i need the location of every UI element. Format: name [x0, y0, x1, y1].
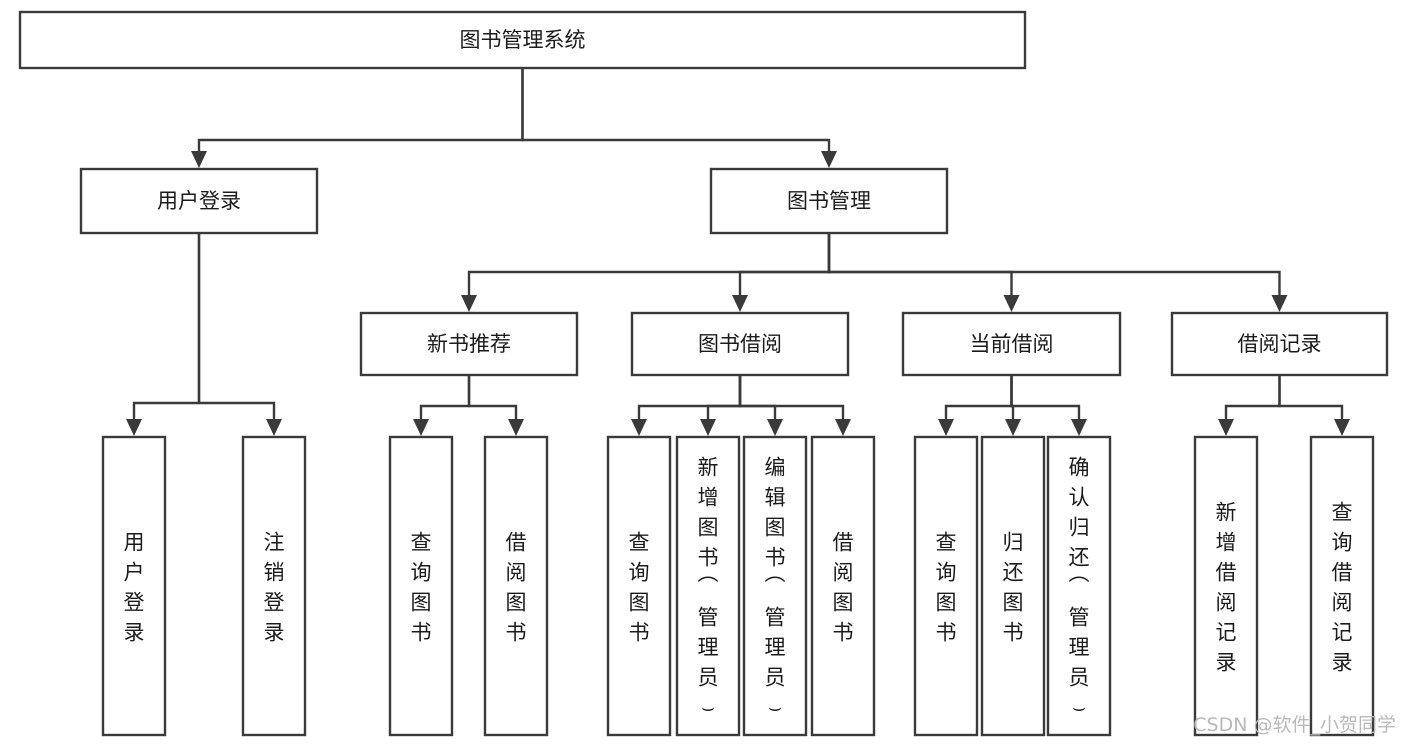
node-l-return-book[interactable]: 归还图书 — [980, 435, 1046, 737]
node-label-l-add-record: 新增借阅记录 — [1216, 500, 1237, 674]
connector-n-borrow-record-to-l-query-record — [1278, 375, 1350, 436]
node-box-l-query-book-1[interactable] — [388, 435, 454, 737]
node-label-l-return-book: 归还图书 — [1003, 530, 1024, 644]
csdn-watermark: CSDN @软件_小贺同学 — [1193, 714, 1396, 736]
node-label-l-query-book-1: 查询图书 — [411, 530, 432, 644]
connector-n-new-book-rec-to-l-borrow-book-1 — [467, 375, 524, 436]
node-l-logout[interactable]: 注销登录 — [241, 435, 307, 737]
node-n-book-manage[interactable]: 图书管理 — [709, 167, 949, 235]
node-label-l-add-book: 新增图书⌒管理员⌣ — [698, 455, 719, 719]
arrow-head-icon — [461, 295, 477, 312]
connector-root-to-n-book-manage — [521, 68, 837, 168]
node-box-root[interactable] — [18, 10, 1027, 70]
node-box-l-confirm-return[interactable] — [1046, 435, 1112, 737]
node-box-l-add-book[interactable] — [675, 435, 741, 737]
node-label-l-logout: 注销登录 — [264, 530, 285, 644]
connector-n-user-login-to-l-logout — [197, 233, 282, 436]
node-label-n-book-borrow: 图书借阅 — [698, 332, 782, 356]
node-l-query-book-2[interactable]: 查询图书 — [606, 435, 672, 737]
arrow-head-icon — [938, 419, 954, 436]
node-label-l-user-login: 用户登录 — [124, 530, 145, 644]
connector-n-book-borrow-to-l-borrow-book-2 — [738, 375, 851, 436]
arrow-head-icon — [631, 419, 647, 436]
arrow-head-icon — [732, 295, 748, 312]
arrow-head-icon — [508, 419, 524, 436]
connector-n-book-manage-to-n-borrow-record — [827, 233, 1288, 312]
arrow-head-icon — [126, 419, 142, 436]
node-box-l-borrow-book-1[interactable] — [483, 435, 549, 737]
node-label-l-edit-book: 编辑图书⌒管理员⌣ — [765, 455, 786, 719]
node-n-borrow-record[interactable]: 借阅记录 — [1170, 311, 1389, 377]
node-box-l-query-book-2[interactable] — [606, 435, 672, 737]
node-l-borrow-book-2[interactable]: 借阅图书 — [810, 435, 876, 737]
node-l-query-record[interactable]: 查询借阅记录 — [1309, 435, 1375, 737]
arrow-head-icon — [266, 419, 282, 436]
arrow-head-icon — [1218, 419, 1234, 436]
arrow-head-icon — [767, 419, 783, 436]
node-box-n-user-login[interactable] — [79, 167, 319, 235]
node-label-l-borrow-book-2: 借阅图书 — [833, 530, 854, 644]
node-label-l-query-book-3: 查询图书 — [936, 530, 957, 644]
node-label-root: 图书管理系统 — [460, 28, 586, 52]
node-n-new-book-rec[interactable]: 新书推荐 — [359, 311, 579, 377]
node-box-l-edit-book[interactable] — [742, 435, 808, 737]
arrow-head-icon — [413, 419, 429, 436]
arrow-head-icon — [1003, 295, 1020, 312]
node-l-add-book[interactable]: 新增图书⌒管理员⌣ — [675, 435, 741, 737]
connector-n-book-manage-to-n-book-borrow — [732, 233, 831, 312]
arrow-head-icon — [1071, 419, 1087, 436]
node-label-l-query-record: 查询借阅记录 — [1332, 500, 1353, 674]
node-label-n-user-login: 用户登录 — [157, 189, 241, 213]
connector-n-user-login-to-l-user-login — [126, 233, 201, 436]
node-label-n-current-borrow: 当前借阅 — [970, 332, 1054, 356]
node-label-n-book-manage: 图书管理 — [787, 189, 871, 213]
node-box-n-book-borrow[interactable] — [630, 311, 850, 377]
node-layer: 图书管理系统用户登录图书管理新书推荐图书借阅当前借阅借阅记录用户登录注销登录查询… — [18, 10, 1389, 737]
arrow-head-icon — [1271, 295, 1288, 312]
arrow-head-icon — [835, 419, 851, 436]
node-l-query-book-3[interactable]: 查询图书 — [913, 435, 979, 737]
node-box-l-user-login[interactable] — [101, 435, 167, 737]
node-root[interactable]: 图书管理系统 — [18, 10, 1027, 70]
connector-root-to-n-user-login — [191, 68, 524, 168]
node-n-book-borrow[interactable]: 图书借阅 — [630, 311, 850, 377]
node-box-l-query-record[interactable] — [1309, 435, 1375, 737]
arrow-head-icon — [191, 151, 207, 168]
node-n-current-borrow[interactable]: 当前借阅 — [901, 311, 1122, 377]
node-box-l-borrow-book-2[interactable] — [810, 435, 876, 737]
node-box-n-current-borrow[interactable] — [901, 311, 1122, 377]
connector-n-current-borrow-to-l-query-book-3 — [938, 375, 1013, 436]
node-label-l-query-book-2: 查询图书 — [629, 530, 650, 644]
arrow-head-icon — [700, 419, 716, 436]
node-box-l-logout[interactable] — [241, 435, 307, 737]
connector-n-current-borrow-to-l-confirm-return — [1010, 375, 1087, 436]
connector-n-new-book-rec-to-l-query-book-1 — [413, 375, 471, 436]
node-label-n-borrow-record: 借阅记录 — [1238, 332, 1322, 356]
node-l-borrow-book-1[interactable]: 借阅图书 — [483, 435, 549, 737]
arrow-head-icon — [1334, 419, 1350, 436]
node-label-l-confirm-return: 确认归还⌒管理员⌣ — [1069, 455, 1090, 719]
node-box-l-add-record[interactable] — [1193, 435, 1259, 737]
node-l-confirm-return[interactable]: 确认归还⌒管理员⌣ — [1046, 435, 1112, 737]
node-label-n-new-book-rec: 新书推荐 — [427, 332, 511, 356]
node-n-user-login[interactable]: 用户登录 — [79, 167, 319, 235]
node-l-edit-book[interactable]: 编辑图书⌒管理员⌣ — [742, 435, 808, 737]
node-label-l-borrow-book-1: 借阅图书 — [506, 530, 527, 644]
node-box-n-borrow-record[interactable] — [1170, 311, 1389, 377]
node-l-user-login[interactable]: 用户登录 — [101, 435, 167, 737]
arrow-head-icon — [1005, 419, 1021, 436]
arrow-head-icon — [821, 151, 837, 168]
connector-layer — [126, 68, 1350, 436]
node-box-l-return-book[interactable] — [980, 435, 1046, 737]
node-l-add-record[interactable]: 新增借阅记录 — [1193, 435, 1259, 737]
node-box-n-book-manage[interactable] — [709, 167, 949, 235]
node-l-query-book-1[interactable]: 查询图书 — [388, 435, 454, 737]
connector-n-borrow-record-to-l-add-record — [1218, 375, 1281, 436]
node-box-n-new-book-rec[interactable] — [359, 311, 579, 377]
node-box-l-query-book-3[interactable] — [913, 435, 979, 737]
